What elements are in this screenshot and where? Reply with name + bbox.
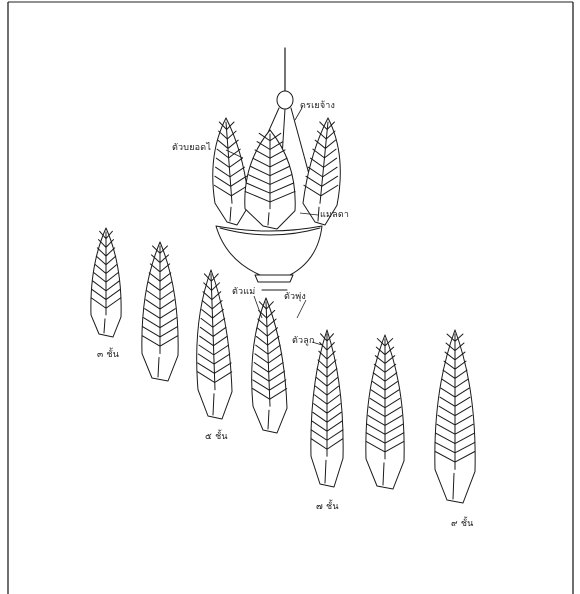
label-3-layers: ๓ ชั้น xyxy=(97,350,119,360)
label-top-stem: ดรเยจ้าง xyxy=(300,101,335,111)
label-5-layers: ๕ ชั้น xyxy=(205,432,228,442)
arrangement-right-cone xyxy=(303,118,340,225)
label-9-layers: ๙ ชั้น xyxy=(451,519,474,529)
cone-6 xyxy=(366,335,404,489)
cone-5 xyxy=(311,330,343,487)
arrangement-left-cone xyxy=(213,118,249,225)
cone-4 xyxy=(252,298,287,433)
cone-3 xyxy=(197,270,232,419)
label-center-piece: แมลดา xyxy=(320,210,349,220)
label-fold-piece: ตัวพุ่ง xyxy=(284,292,306,302)
cone-1 xyxy=(91,228,121,337)
label-side-piece: ตัวบยอดไ xyxy=(172,143,211,153)
cone-2 xyxy=(142,242,178,381)
cone-7 xyxy=(435,330,475,503)
label-mother-piece: ตัวแม่ xyxy=(232,287,255,297)
arrangement-bowl xyxy=(216,226,322,290)
arrangement-center-cone xyxy=(245,130,295,229)
label-bottom-piece: ตัวลูก xyxy=(292,336,315,346)
label-7-layers: ๗ ชั้น xyxy=(316,502,339,512)
